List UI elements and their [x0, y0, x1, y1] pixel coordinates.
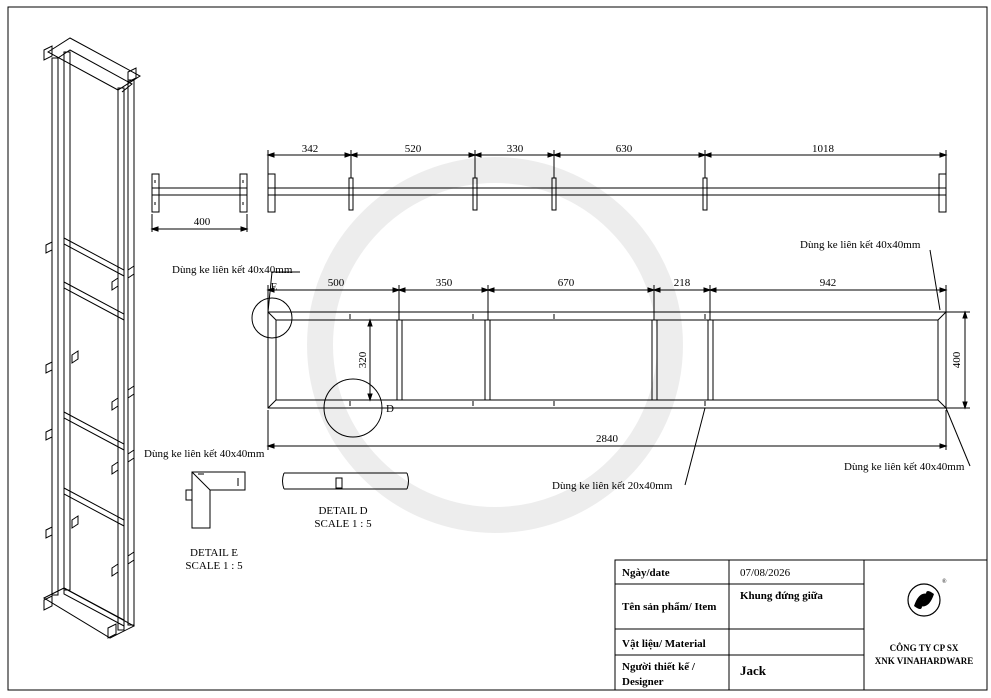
front-dim-4: 218	[674, 277, 691, 289]
detail-d-scale: SCALE 1 : 5	[314, 518, 372, 530]
top-dim-2: 520	[405, 143, 422, 155]
sheet-border	[7, 6, 988, 691]
company-logo-icon	[907, 583, 941, 617]
front-dim-2: 350	[436, 277, 453, 289]
top-view	[266, 150, 948, 213]
front-dim-1: 500	[328, 277, 345, 289]
tb-designer-label-1: Người thiết kế /	[622, 661, 696, 673]
front-total-length-dim: 2840	[596, 433, 619, 445]
top-dim-1: 342	[302, 143, 319, 155]
tb-item-label: Tên sản phẩm/ Item	[622, 601, 716, 613]
tb-date-value: 07/08/2026	[740, 567, 791, 579]
top-dim-5: 1018	[812, 143, 835, 155]
note-top-left: Dùng ke liên kết 40x40mm	[172, 264, 293, 276]
tb-item-value: Khung đứng giữa	[740, 590, 823, 602]
tb-date-label: Ngày/date	[622, 567, 670, 579]
detail-e-marker: E	[271, 281, 278, 293]
front-outer-height-dim: 400	[951, 351, 963, 368]
front-dim-5: 942	[820, 277, 837, 289]
tb-designer-value: Jack	[740, 663, 767, 678]
side-view	[150, 173, 249, 232]
detail-d-title: DETAIL D	[318, 505, 367, 517]
front-dim-3: 670	[558, 277, 575, 289]
title-block	[614, 559, 988, 691]
front-inner-height-dim: 320	[357, 351, 369, 368]
note-bottom-right: Dùng ke liên kết 40x40mm	[844, 461, 965, 473]
tb-designer-label-2: Designer	[622, 676, 664, 688]
note-top-right: Dùng ke liên kết 40x40mm	[800, 239, 921, 251]
detail-e-scale: SCALE 1 : 5	[185, 560, 243, 572]
front-view	[251, 249, 971, 486]
tb-material-label: Vật liệu/ Material	[622, 638, 706, 650]
top-dim-3: 330	[507, 143, 524, 155]
company-name-line-2: XNK VINAHARDWARE	[875, 656, 974, 666]
detail-e-view	[185, 471, 246, 529]
registered-mark: ®	[942, 578, 947, 585]
detail-d-marker: D	[386, 403, 394, 415]
company-name-line-1: CÔNG TY CP SX	[890, 643, 959, 653]
side-width-dim: 400	[194, 216, 211, 228]
note-bottom-left: Dùng ke liên kết 40x40mm	[144, 448, 265, 460]
detail-e-title: DETAIL E	[190, 547, 238, 559]
watermark-logo	[307, 157, 683, 533]
isometric-view	[42, 37, 141, 639]
note-bottom-middle: Dùng ke liên kết 20x40mm	[552, 480, 673, 492]
top-dim-4: 630	[616, 143, 633, 155]
detail-d-view	[282, 472, 409, 490]
